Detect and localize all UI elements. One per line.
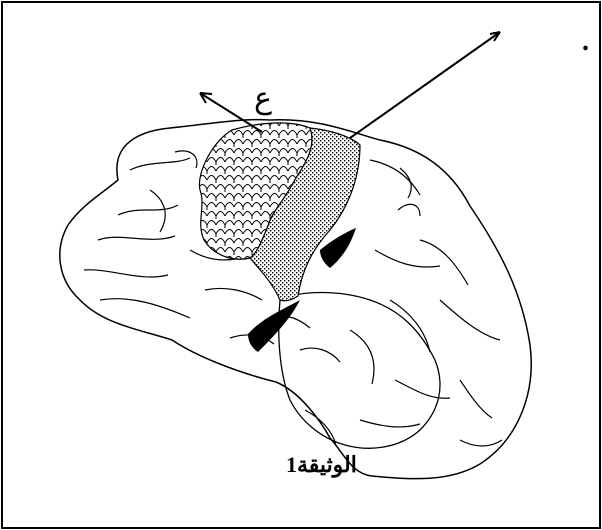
document-caption: الوثيقة1: [286, 452, 357, 478]
dot-marker: .: [582, 28, 589, 56]
region-label: ع: [254, 84, 272, 114]
